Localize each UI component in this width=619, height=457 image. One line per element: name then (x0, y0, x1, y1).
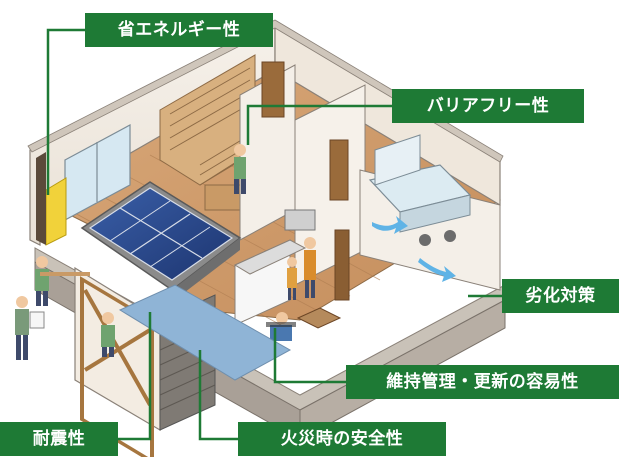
kitchen-icon (233, 209, 316, 326)
label-deterioration: 劣化対策 (502, 279, 619, 313)
label-energy-saving: 省エネルギー性 (85, 13, 273, 47)
inspector-icon (15, 296, 45, 360)
solar-panel-icon (80, 181, 242, 302)
label-maintenance: 維持管理・更新の容易性 (346, 365, 619, 399)
family-icon (287, 237, 316, 300)
label-earthquake: 耐震性 (0, 422, 118, 456)
bathtub-icon (368, 134, 472, 233)
worker-icon (35, 256, 90, 306)
worker-icon (101, 312, 115, 357)
label-barrier-free: バリアフリー性 (392, 89, 584, 123)
label-fire-safety: 火災時の安全性 (238, 422, 446, 456)
airflow-arrow-icon (372, 216, 456, 282)
